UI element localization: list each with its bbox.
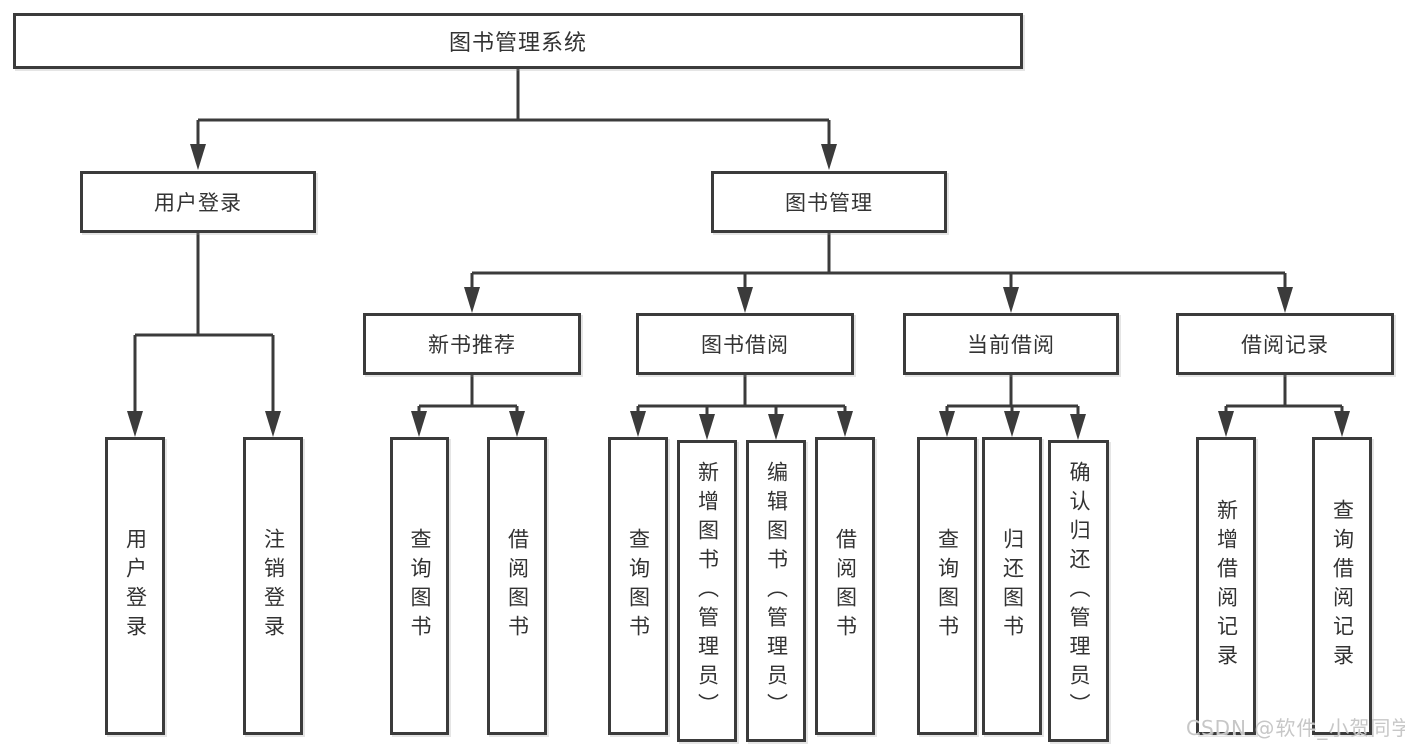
- leaf-borrowing-borrow-books-label: 借阅图书: [833, 528, 858, 644]
- leaf-recommend-query-books-label: 查询图书: [408, 528, 432, 644]
- leaf-add-borrow-record: 新增借阅记录: [1196, 437, 1256, 735]
- node-system-root: 图书管理系统: [13, 13, 1023, 69]
- leaf-edit-books-admin: 编辑图书（管理员）: [746, 440, 806, 742]
- leaf-recommend-query-books: 查询图书: [390, 437, 449, 735]
- node-user-login: 用户登录: [80, 171, 316, 233]
- csdn-watermark: CSDN @软件_小贺同学: [1186, 716, 1405, 740]
- leaf-return-books: 归还图书: [982, 437, 1042, 735]
- node-book-borrowing-label: 图书借阅: [701, 333, 789, 357]
- leaf-borrowing-query-books: 查询图书: [608, 437, 668, 735]
- leaf-recommend-borrow-books: 借阅图书: [487, 437, 547, 735]
- node-current-borrowing: 当前借阅: [903, 313, 1119, 375]
- leaf-return-books-label: 归还图书: [1000, 528, 1025, 644]
- leaf-add-books-admin-label: 新增图书（管理员）: [695, 460, 720, 722]
- leaf-current-query-books-label: 查询图书: [935, 528, 960, 644]
- node-new-book-recommend-label: 新书推荐: [428, 333, 516, 357]
- leaf-add-borrow-record-label: 新增借阅记录: [1214, 499, 1239, 673]
- leaf-current-query-books: 查询图书: [917, 437, 977, 735]
- leaf-edit-books-admin-label: 编辑图书（管理员）: [764, 460, 789, 722]
- leaf-confirm-return-admin: 确认归还（管理员）: [1048, 440, 1109, 742]
- node-user-login-label: 用户登录: [154, 191, 242, 215]
- leaf-user-login-label: 用户登录: [123, 528, 148, 644]
- node-borrowing-records: 借阅记录: [1176, 313, 1394, 375]
- node-borrowing-records-label: 借阅记录: [1241, 333, 1329, 357]
- leaf-logout-label: 注销登录: [261, 528, 286, 644]
- leaf-add-books-admin: 新增图书（管理员）: [677, 440, 737, 742]
- leaf-recommend-borrow-books-label: 借阅图书: [505, 528, 530, 644]
- node-system-root-label: 图书管理系统: [448, 31, 587, 56]
- node-new-book-recommend: 新书推荐: [363, 313, 581, 375]
- leaf-query-borrow-record: 查询借阅记录: [1312, 437, 1372, 735]
- leaf-confirm-return-admin-label: 确认归还（管理员）: [1067, 460, 1091, 722]
- leaf-query-borrow-record-label: 查询借阅记录: [1330, 499, 1355, 673]
- node-book-management: 图书管理: [711, 171, 947, 233]
- leaf-borrowing-query-books-label: 查询图书: [626, 528, 651, 644]
- leaf-user-login: 用户登录: [105, 437, 165, 735]
- node-book-borrowing: 图书借阅: [636, 313, 854, 375]
- node-current-borrowing-label: 当前借阅: [967, 333, 1055, 357]
- leaf-borrowing-borrow-books: 借阅图书: [815, 437, 875, 735]
- leaf-logout: 注销登录: [243, 437, 303, 735]
- node-book-management-label: 图书管理: [785, 191, 873, 215]
